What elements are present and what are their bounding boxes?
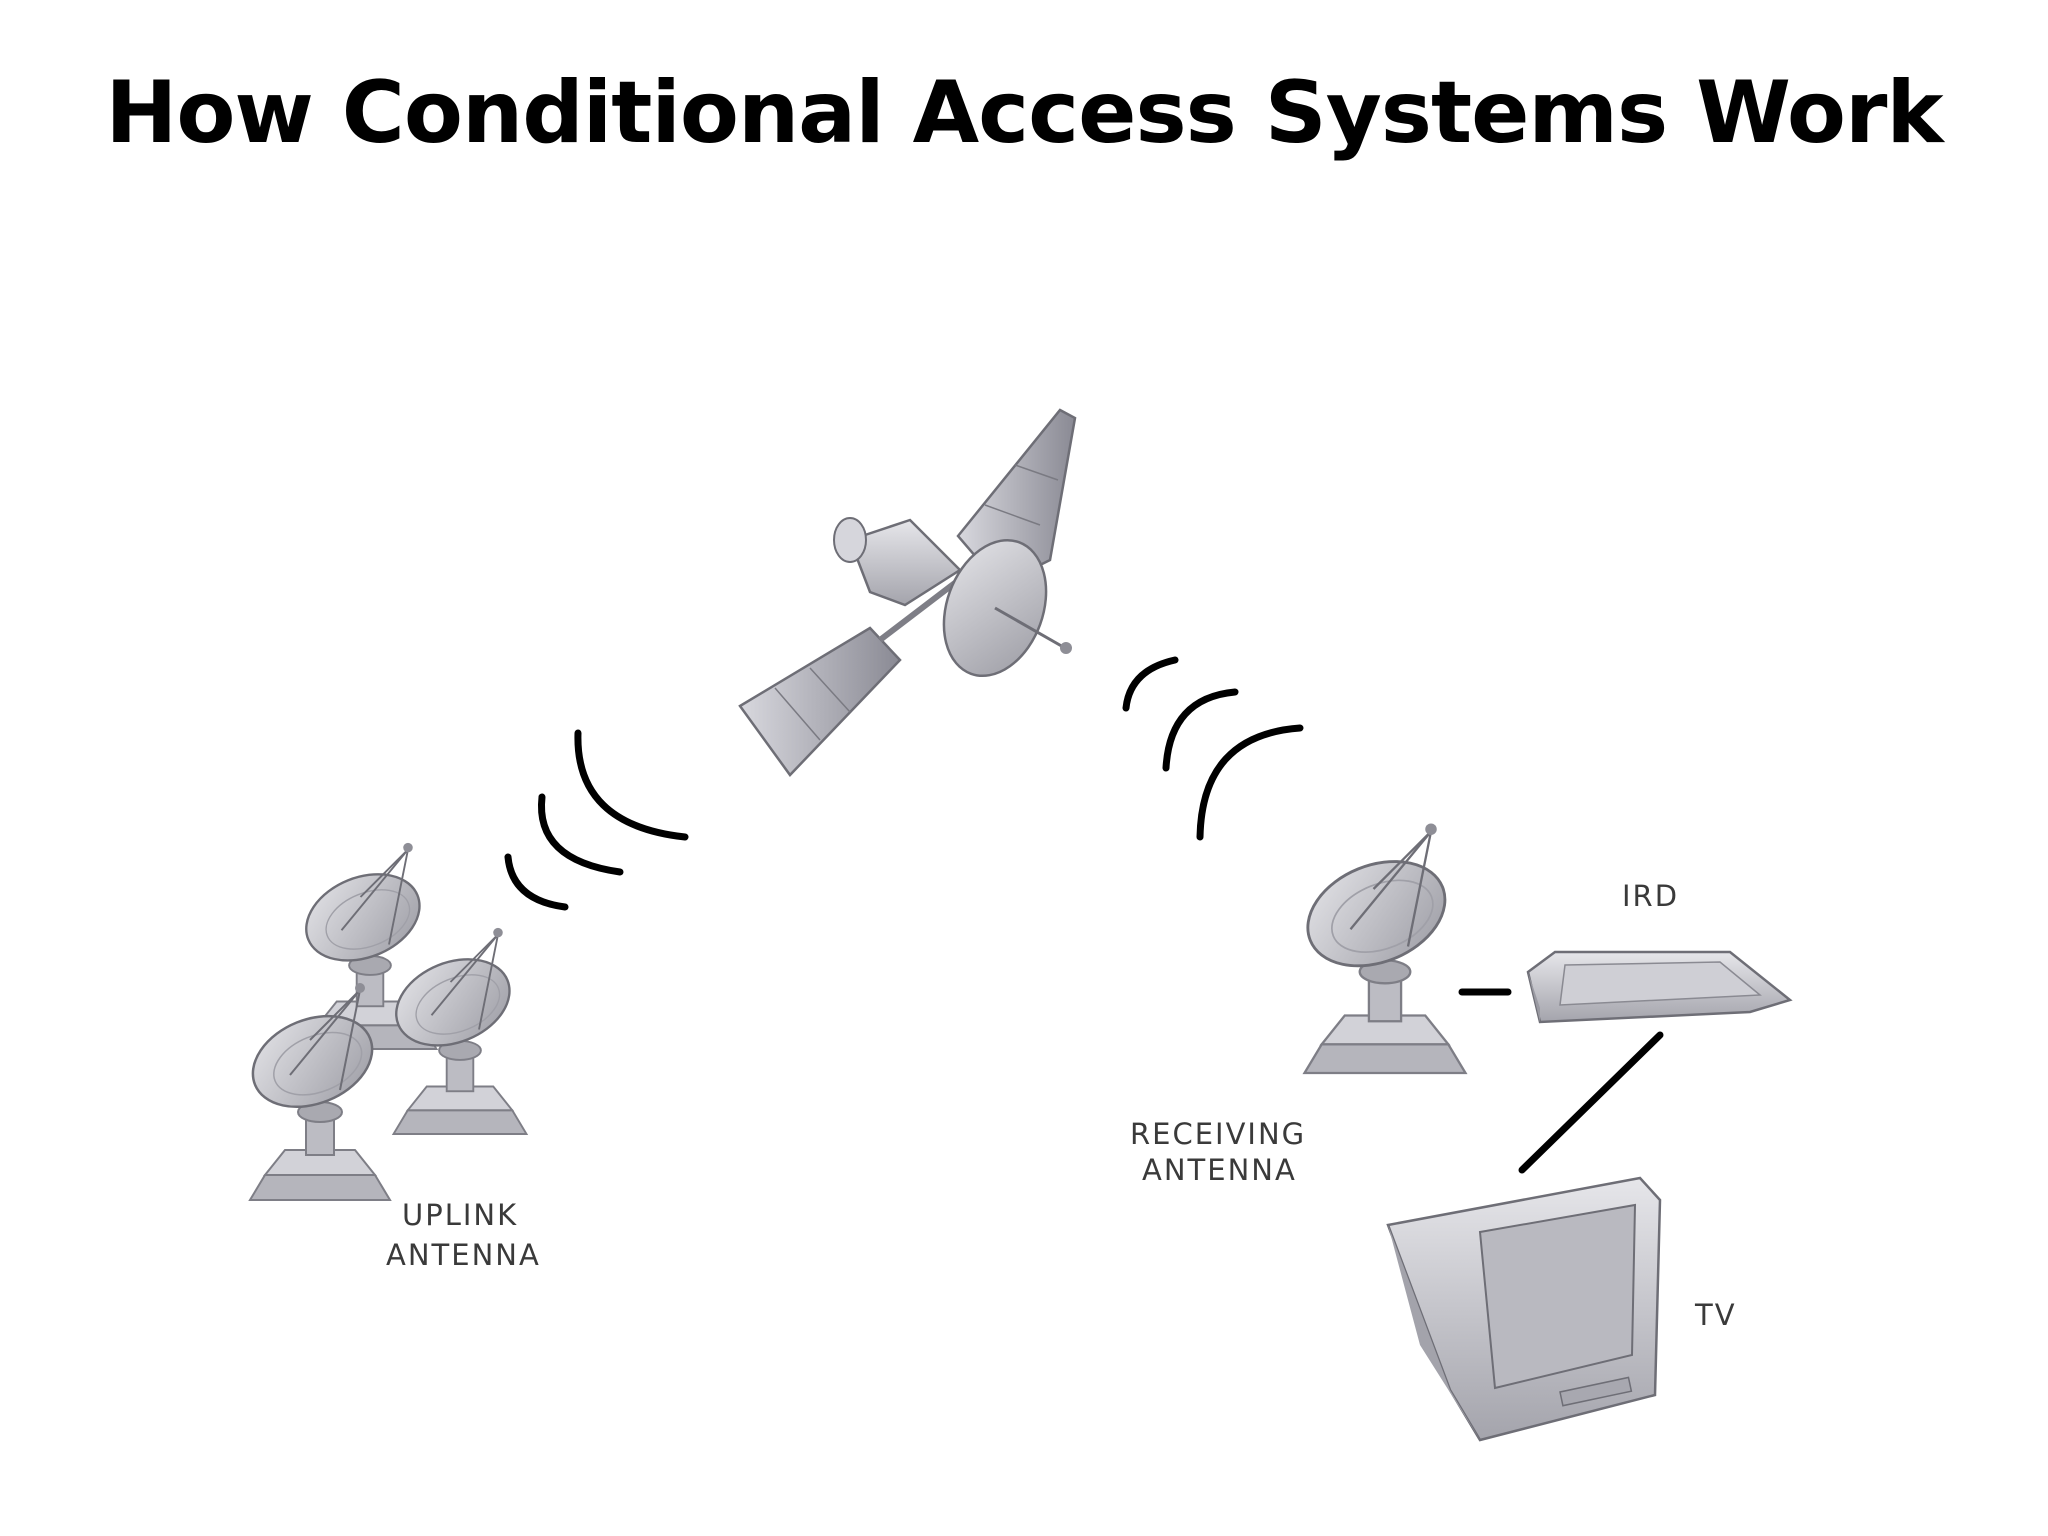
ird-tv-cable xyxy=(1518,1031,1664,1174)
satellite-icon xyxy=(738,408,1077,777)
uplink-label-line2: ANTENNA xyxy=(386,1238,541,1272)
ird-box-icon xyxy=(1526,950,1793,1024)
receiving-label-line1: RECEIVING xyxy=(1130,1117,1306,1151)
slide-title: How Conditional Access Systems Work xyxy=(105,63,1943,163)
tv-label: TV xyxy=(1694,1298,1737,1332)
uplink-signal-waves xyxy=(504,729,689,911)
receiving-label-line2: ANTENNA xyxy=(1142,1153,1297,1187)
ird-label: IRD xyxy=(1622,879,1679,913)
uplink-label-line1: UPLINK xyxy=(402,1198,518,1232)
uplink-antenna-icon xyxy=(238,841,528,1202)
receiving-antenna-icon xyxy=(1290,822,1467,1075)
downlink-signal-waves xyxy=(1122,656,1304,841)
tv-icon xyxy=(1386,1176,1662,1442)
